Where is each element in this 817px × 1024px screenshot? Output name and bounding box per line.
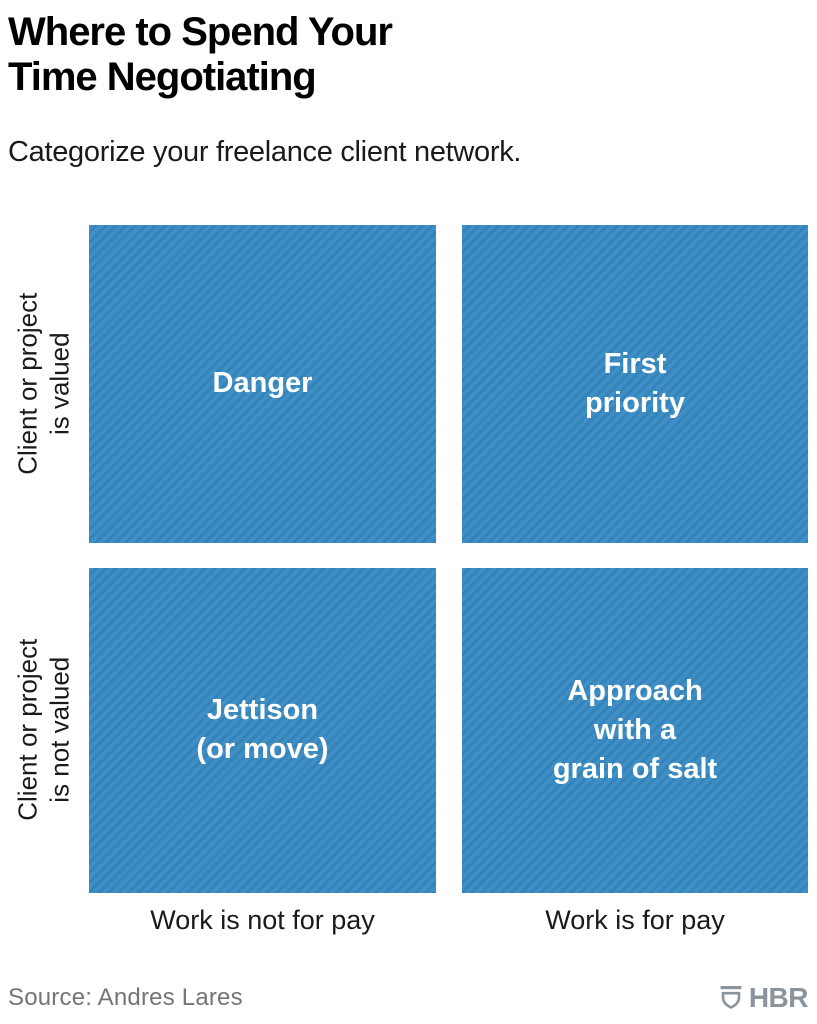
hbr-shield-icon xyxy=(719,985,743,1011)
y-axis-label-bottom: Client or project is not valued xyxy=(12,639,75,822)
quadrant-danger: Danger xyxy=(89,224,436,543)
hbr-logo: HBR xyxy=(719,982,809,1014)
quadrant-first-priority: First priority xyxy=(462,224,808,543)
quadrant-grain-of-salt: Approach with a grain of salt xyxy=(462,567,808,893)
quadrant-first-priority-label: First priority xyxy=(585,347,685,419)
page-title: Where to Spend Your Time Negotiating xyxy=(8,10,393,99)
quadrant-danger-label: Danger xyxy=(212,367,313,400)
quadrant-jettison-label: Jettison (or move) xyxy=(196,694,329,766)
footer: Source: Andres Lares HBR xyxy=(8,982,809,1014)
y-axis-label-top: Client or project is valued xyxy=(12,292,75,475)
x-axis-label-left: Work is not for pay xyxy=(150,904,375,935)
quadrant-jettison: Jettison (or move) xyxy=(89,567,436,893)
matrix-row-top: Client or project is valued Danger First… xyxy=(0,224,817,543)
hbr-logo-text: HBR xyxy=(748,982,809,1013)
quadrant-matrix: Client or project is valued Danger First… xyxy=(0,224,817,936)
x-axis-spacer xyxy=(0,905,89,936)
source-credit: Source: Andres Lares xyxy=(8,984,243,1011)
y-axis-label-bottom-cell: Client or project is not valued xyxy=(0,568,89,893)
matrix-row-bottom: Client or project is not valued Jettison… xyxy=(0,567,817,893)
y-axis-label-top-cell: Client or project is valued xyxy=(0,225,89,543)
page-subtitle: Categorize your freelance client network… xyxy=(8,135,522,168)
header: Where to Spend Your Time Negotiating Cat… xyxy=(0,0,817,169)
x-axis-labels: Work is not for pay Work is for pay xyxy=(0,905,817,936)
quadrant-grain-of-salt-label: Approach with a grain of salt xyxy=(552,674,718,785)
x-axis-label-right: Work is for pay xyxy=(545,904,725,935)
